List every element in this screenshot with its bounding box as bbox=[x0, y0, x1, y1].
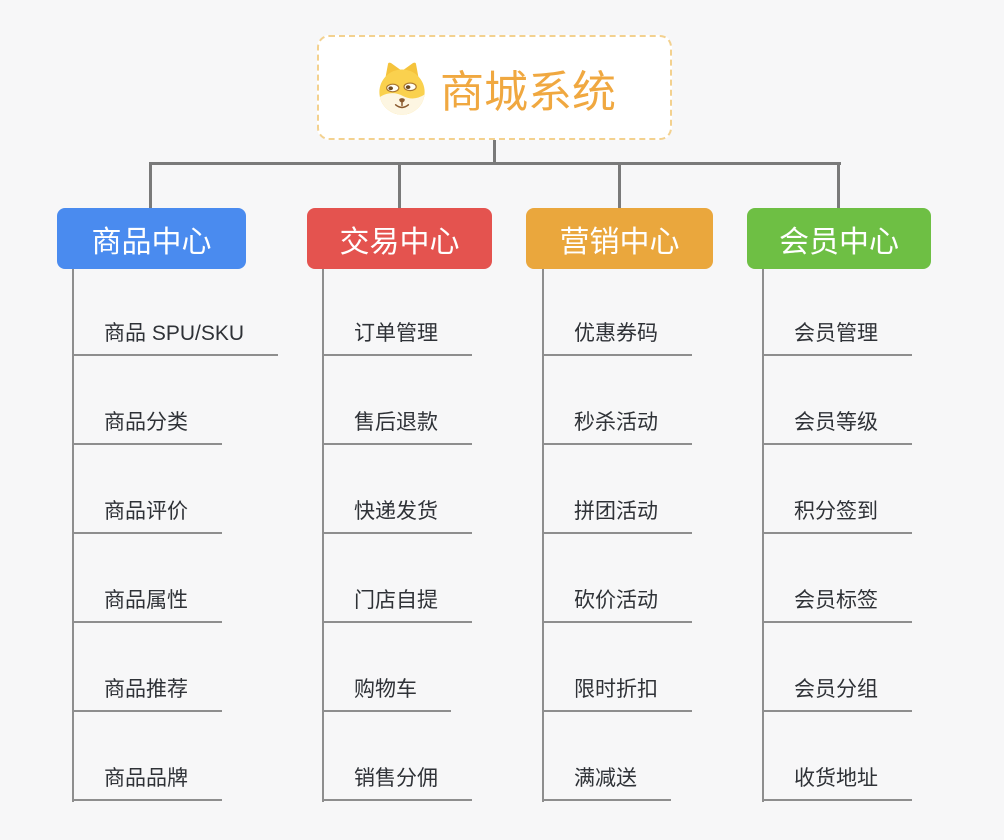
leaf-item[interactable]: 订单管理 bbox=[322, 321, 472, 356]
connector-horizontal-bar bbox=[149, 162, 841, 165]
branch-line-product bbox=[72, 269, 74, 802]
leaf-item[interactable]: 商品推荐 bbox=[72, 677, 222, 712]
leaf-item[interactable]: 秒杀活动 bbox=[542, 410, 692, 445]
leaf-item[interactable]: 门店自提 bbox=[322, 588, 472, 623]
dog-icon bbox=[379, 62, 425, 115]
branch-header-marketing-center[interactable]: 营销中心 bbox=[526, 208, 713, 269]
leaf-item[interactable]: 商品属性 bbox=[72, 588, 222, 623]
leaf-item[interactable]: 限时折扣 bbox=[542, 677, 692, 712]
branch-header-label: 会员中心 bbox=[779, 225, 899, 259]
branch-header-label: 营销中心 bbox=[559, 225, 680, 259]
leaf-item[interactable]: 快递发货 bbox=[322, 499, 472, 534]
leaf-item[interactable]: 商品品牌 bbox=[72, 766, 222, 801]
branch-header-label: 商品中心 bbox=[91, 225, 212, 259]
branch-line-trade bbox=[322, 269, 324, 802]
root-title: 商城系统 bbox=[440, 67, 616, 117]
leaf-item[interactable]: 收货地址 bbox=[762, 766, 912, 801]
connector-drop-product bbox=[149, 162, 152, 210]
leaf-item[interactable]: 售后退款 bbox=[322, 410, 472, 445]
leaf-item[interactable]: 砍价活动 bbox=[542, 588, 692, 623]
leaf-item[interactable]: 优惠券码 bbox=[542, 321, 692, 356]
branch-line-marketing bbox=[542, 269, 544, 802]
leaf-item[interactable]: 商品 SPU/SKU bbox=[72, 321, 279, 356]
root-node[interactable]: 商城系统 bbox=[317, 35, 672, 140]
branch-header-member-center[interactable]: 会员中心 bbox=[747, 208, 931, 269]
leaf-item[interactable]: 会员分组 bbox=[762, 677, 912, 712]
branch-line-member bbox=[762, 269, 764, 802]
connector-drop-trade bbox=[398, 162, 401, 210]
leaf-item[interactable]: 销售分佣 bbox=[322, 766, 472, 801]
leaf-item[interactable]: 会员等级 bbox=[762, 410, 912, 445]
branch-header-trade-center[interactable]: 交易中心 bbox=[307, 208, 492, 269]
branch-header-label: 交易中心 bbox=[339, 225, 460, 259]
connector-drop-member bbox=[837, 162, 840, 210]
leaf-item[interactable]: 购物车 bbox=[322, 677, 451, 712]
leaf-item[interactable]: 会员标签 bbox=[762, 588, 912, 623]
leaf-item[interactable]: 商品分类 bbox=[72, 410, 222, 445]
leaf-item[interactable]: 拼团活动 bbox=[542, 499, 692, 534]
leaf-item[interactable]: 商品评价 bbox=[72, 499, 222, 534]
branch-header-product-center[interactable]: 商品中心 bbox=[57, 208, 246, 269]
connector-drop-marketing bbox=[618, 162, 621, 210]
connector-root-stem bbox=[493, 139, 496, 165]
leaf-item[interactable]: 会员管理 bbox=[762, 321, 912, 356]
leaf-item[interactable]: 积分签到 bbox=[762, 499, 912, 534]
leaf-item[interactable]: 满减送 bbox=[542, 766, 671, 801]
